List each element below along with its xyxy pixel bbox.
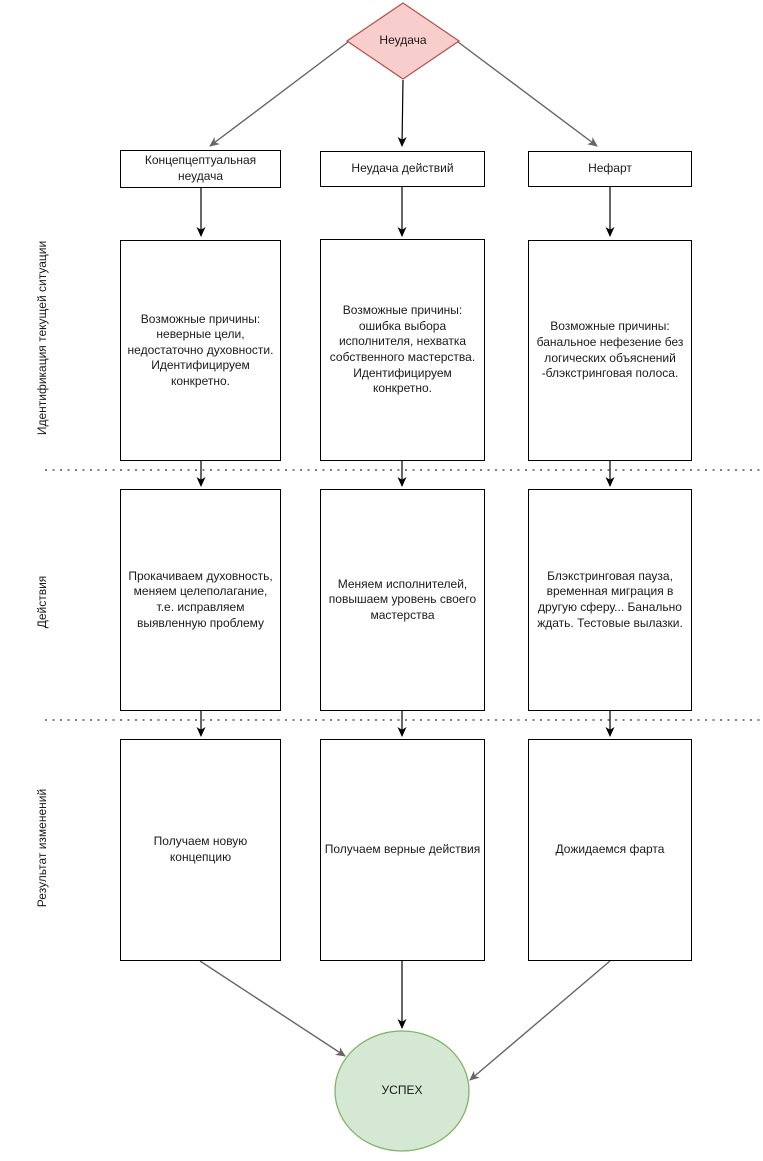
result-box-nofart: Дожидаемся фарта: [528, 739, 692, 961]
success-ellipse: [334, 1030, 470, 1152]
phase-label-identification: Идентификация текущей ситуации: [35, 240, 49, 436]
arrow-failure-to-nofart: [457, 41, 598, 147]
action-box-nofart: Блэкстринговая пауза, временная миграция…: [528, 489, 692, 711]
arrow-result3-to-success: [469, 960, 611, 1081]
header-box-nofart: Нефарт: [528, 151, 692, 187]
result-box-actions: Получаем верные действия: [320, 739, 485, 961]
action-box-actions: Меняем исполнителей, повышаем уровень св…: [320, 489, 485, 711]
failure-diamond: [345, 2, 461, 80]
causes-box-nofart: Возможные причины: банальное нефезение б…: [528, 240, 692, 461]
header-box-action-failure: Неудача действий: [320, 151, 485, 187]
arrow-failure-to-conceptual: [209, 41, 349, 147]
arrow-failure-to-actions: [397, 79, 407, 147]
phase-label-result: Результат изменений: [35, 788, 49, 908]
causes-box-conceptual: Возможные причины: неверные цели, недост…: [120, 240, 281, 461]
header-box-conceptual-failure: Концепцептуальная неудача: [120, 150, 281, 188]
result-box-conceptual: Получаем новую концепцию: [120, 739, 281, 961]
action-box-conceptual: Прокачиваем духовность, меняем целеполаг…: [120, 489, 281, 711]
phase-label-actions: Действия: [35, 575, 49, 629]
causes-box-actions: Возможные причины: ошибка выбора исполни…: [320, 239, 485, 461]
arrow-result1-to-success: [199, 960, 346, 1057]
